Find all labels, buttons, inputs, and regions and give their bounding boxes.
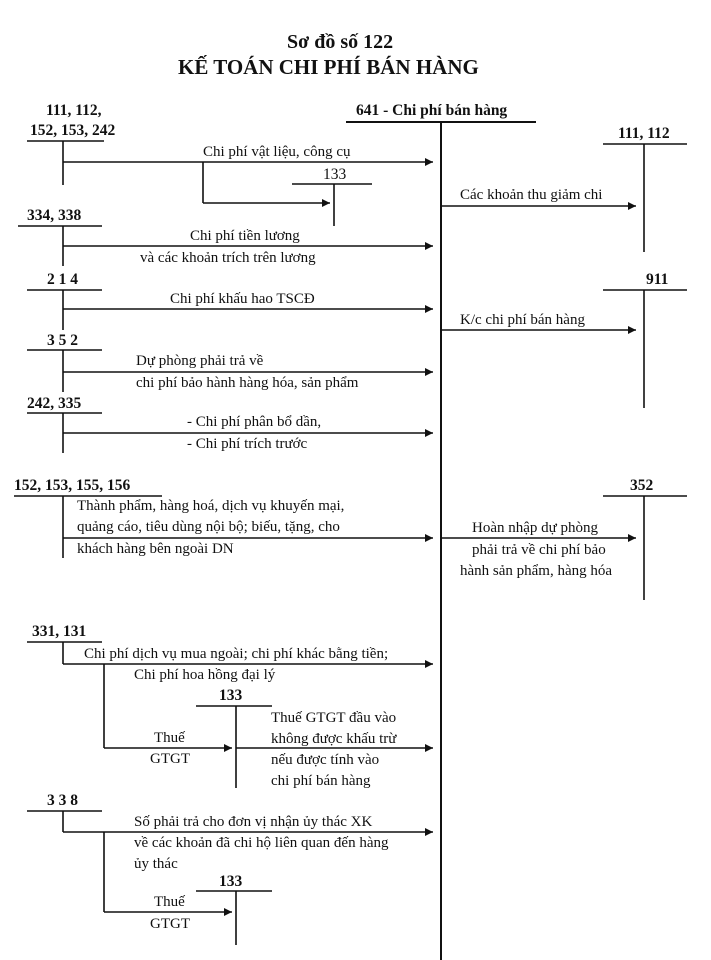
account-111-line2: 152, 153, 242 [30, 122, 116, 139]
label-tienluong-1: Chi phí tiền lương [190, 228, 300, 244]
label-uythac-2: về các khoản đã chi hộ liên quan đến hàn… [134, 835, 389, 851]
label-thanhpham-1: Thành phẩm, hàng hoá, dịch vụ khuyến mại… [77, 498, 345, 514]
diagram-title: KẾ TOÁN CHI PHÍ BÁN HÀNG [178, 55, 479, 79]
account-352-left: 3 5 2 [47, 332, 78, 349]
label-uythac-1: Số phải trả cho đơn vị nhận ủy thác XK [134, 814, 373, 830]
label-duphong-1: Dự phòng phải trả về [136, 353, 264, 369]
account-133-top: 133 [323, 166, 347, 183]
label-hoannhap-3: hành sản phẩm, hàng hóa [460, 563, 613, 579]
label-duphong-2: chi phí bảo hành hàng hóa, sản phẩm [136, 375, 359, 391]
account-r111: 111, 112 [618, 125, 670, 142]
label-gtgt-1: Thuế GTGT đầu vào [271, 710, 397, 726]
label-vatlieu: Chi phí vật liệu, công cụ [203, 144, 351, 160]
account-133-mid: 133 [219, 687, 243, 704]
label-tienluong-2: và các khoản trích trên lương [140, 250, 316, 266]
label-gtgt-3: nếu được tính vào [271, 752, 380, 768]
account-334: 334, 338 [27, 207, 82, 224]
account-338: 3 3 8 [47, 792, 78, 809]
label-gtgt-2: không được khấu trừ [271, 731, 397, 747]
label-hoannhap-2: phải trả về chi phí bảo [472, 542, 606, 558]
label-hoannhap-1: Hoàn nhập dự phòng [472, 520, 599, 536]
account-214: 2 1 4 [47, 271, 78, 288]
label-khauhao: Chi phí khấu hao TSCĐ [170, 291, 315, 307]
label-hoahong: Chi phí hoa hồng đại lý [134, 667, 276, 683]
account-111-line1: 111, 112, [46, 102, 102, 119]
label-thue1-1: Thuế [154, 730, 185, 746]
account-641: 641 - Chi phí bán hàng [356, 102, 508, 119]
label-gtgt-4: chi phí bán hàng [271, 773, 371, 789]
label-kc: K/c chi phí bán hàng [460, 312, 585, 328]
label-giamchi: Các khoản thu giảm chi [460, 187, 603, 203]
account-242: 242, 335 [27, 395, 82, 412]
account-911: 911 [646, 271, 669, 288]
account-133-bot: 133 [219, 873, 243, 890]
account-r352: 352 [630, 477, 654, 494]
account-331: 331, 131 [32, 623, 87, 640]
label-thanhpham-2: quảng cáo, tiêu dùng nội bộ; biếu, tặng,… [77, 519, 340, 535]
label-phanbo: - Chi phí phân bổ dần, [187, 414, 322, 430]
label-thue2-1: Thuế [154, 894, 185, 910]
label-dichvu: Chi phí dịch vụ mua ngoài; chi phí khác … [84, 646, 389, 662]
label-thue1-2: GTGT [150, 751, 190, 767]
account-152: 152, 153, 155, 156 [14, 477, 131, 494]
label-tricht: - Chi phí trích trước [187, 436, 308, 452]
diagram-number: Sơ đồ số 122 [287, 31, 394, 53]
label-thanhpham-3: khách hàng bên ngoài DN [77, 541, 234, 557]
label-uythac-3: ủy thác [134, 856, 178, 872]
label-thue2-2: GTGT [150, 916, 190, 932]
